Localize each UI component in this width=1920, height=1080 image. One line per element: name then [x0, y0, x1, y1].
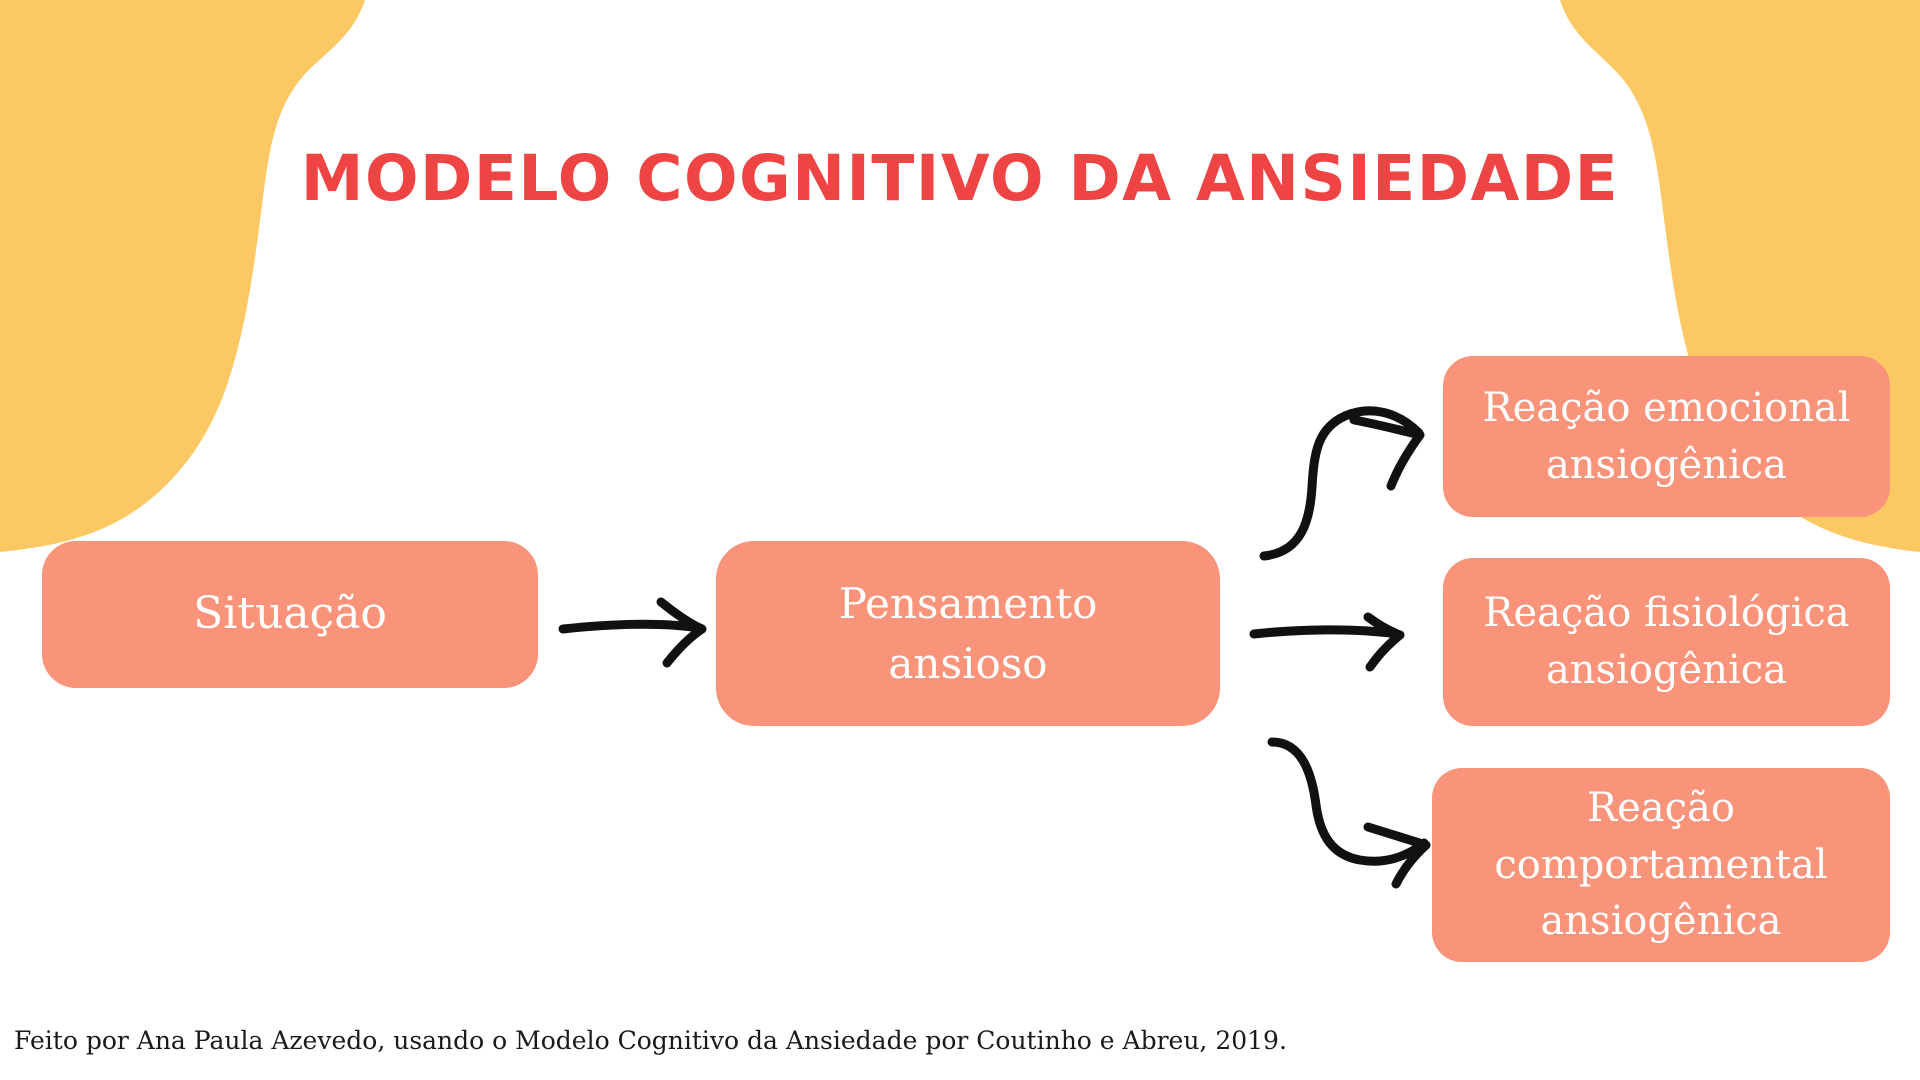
flow-node-situacao[interactable]: Situação [42, 541, 538, 688]
flow-node-emocional-line1: Reação emocional [1482, 384, 1851, 431]
flow-node-reacao-fisiologica[interactable]: Reação fisiológica ansiogênica [1443, 558, 1890, 726]
flow-node-pensamento-label: Pensamento ansioso [839, 574, 1098, 693]
flow-node-pensamento-ansioso[interactable]: Pensamento ansioso [716, 541, 1220, 726]
flow-node-emocional-label: Reação emocional ansiogênica [1482, 380, 1850, 494]
flow-node-reacao-comportamental[interactable]: Reação comportamental ansiogênica [1432, 768, 1890, 962]
flow-node-comportamental-line2: comportamental [1494, 841, 1828, 888]
page-title: MODELO COGNITIVO DA ANSIEDADE [300, 142, 1620, 215]
flow-node-reacao-emocional[interactable]: Reação emocional ansiogênica [1443, 356, 1890, 517]
footer-credit: Feito por Ana Paula Azevedo, usando o Mo… [14, 1026, 1287, 1055]
arrow-pensamento-to-emocional [1259, 406, 1425, 561]
flow-node-comportamental-line3: ansiogênica [1540, 898, 1782, 945]
top-left-yellow-blob [0, 0, 365, 552]
flow-node-emocional-line2: ansiogênica [1545, 441, 1788, 488]
flow-node-comportamental-line1: Reação [1587, 784, 1735, 831]
flow-node-situacao-label: Situação [193, 588, 387, 640]
arrow-pensamento-to-comportamental [1267, 737, 1431, 889]
arrow-situacao-to-pensamento [558, 597, 707, 668]
flow-node-pensamento-line1: Pensamento [838, 578, 1098, 628]
flow-node-pensamento-line2: ansioso [888, 638, 1048, 688]
flow-node-fisiologica-line1: Reação fisiológica [1483, 590, 1850, 637]
arrow-pensamento-to-fisiologica [1249, 612, 1405, 672]
flow-node-comportamental-label: Reação comportamental ansiogênica [1494, 780, 1827, 950]
flow-node-fisiologica-label: Reação fisiológica ansiogênica [1483, 585, 1849, 699]
flow-node-fisiologica-line2: ansiogênica [1545, 647, 1788, 693]
